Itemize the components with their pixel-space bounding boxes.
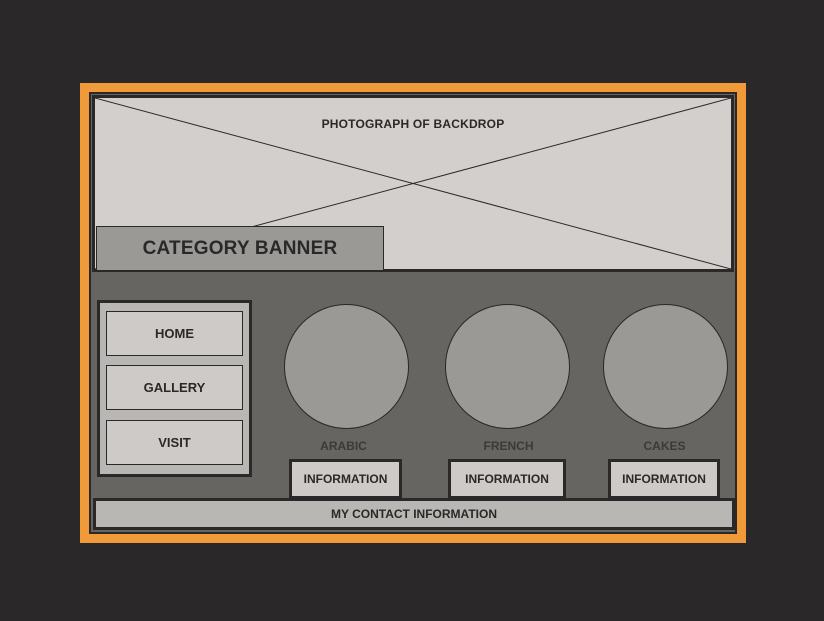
nav-item-home[interactable]: HOME (106, 311, 243, 356)
hero-image-placeholder: PHOTOGRAPH OF BACKDROP (92, 95, 734, 272)
category-banner[interactable]: CATEGORY BANNER (96, 226, 384, 271)
category-label-cakes: CAKES (643, 439, 686, 453)
contact-information-footer[interactable]: MY CONTACT INFORMATION (93, 498, 735, 530)
hero-caption: PHOTOGRAPH OF BACKDROP (321, 117, 505, 131)
information-button-cakes[interactable]: INFORMATION (608, 459, 720, 499)
category-image-french[interactable] (445, 304, 570, 429)
nav-item-gallery[interactable]: GALLERY (106, 365, 243, 410)
information-button-arabic[interactable]: INFORMATION (289, 459, 402, 499)
category-label-french: FRENCH (483, 439, 534, 453)
category-image-arabic[interactable] (284, 304, 409, 429)
nav-item-visit[interactable]: VISIT (106, 420, 243, 465)
nav-menu: HOME GALLERY VISIT (97, 300, 252, 477)
category-label-arabic: ARABIC (320, 439, 367, 453)
category-image-cakes[interactable] (603, 304, 728, 429)
information-button-french[interactable]: INFORMATION (448, 459, 566, 499)
